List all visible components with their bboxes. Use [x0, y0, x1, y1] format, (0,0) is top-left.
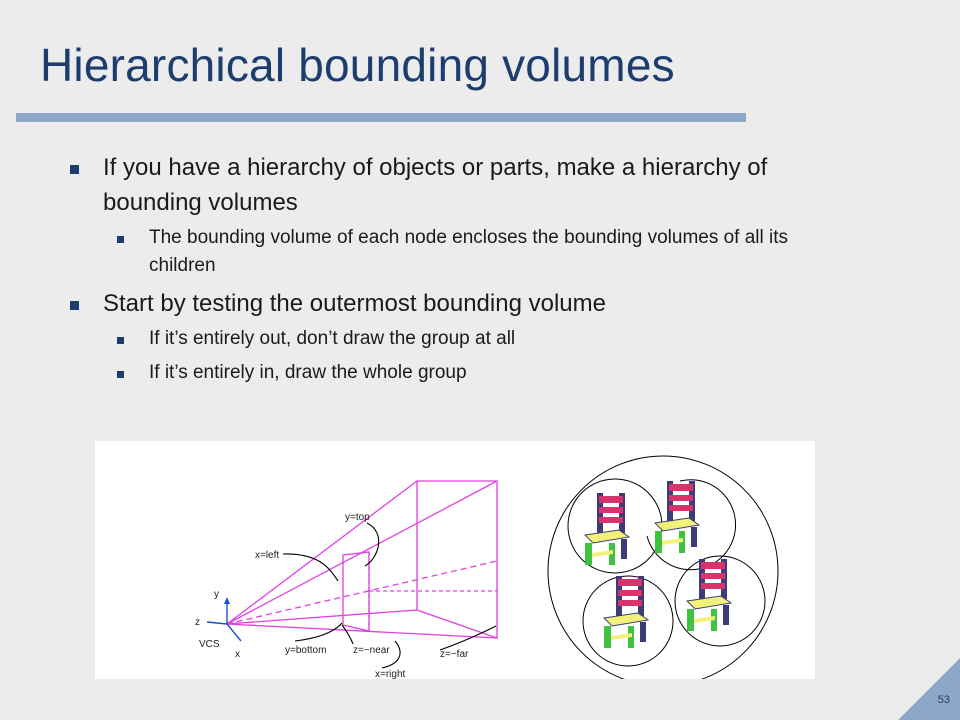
bounding-volume-hierarchy [547, 455, 779, 679]
outer-bounding-volume [547, 455, 779, 679]
arrow-y-top [364, 522, 380, 567]
bounding-volume-figure: y=top x=left y=bottom z=−near z=−far x=r… [95, 441, 815, 679]
axis-label-z: z [195, 617, 200, 628]
corner-decoration [898, 658, 960, 720]
sub-bullet-node-encloses: The bounding volume of each node enclose… [66, 224, 846, 280]
label-z-far: z=−far [440, 649, 469, 660]
label-x-right: x=right [375, 669, 406, 679]
sub-bullet-entirely-in: If it’s entirely in, draw the whole grou… [66, 359, 846, 387]
page-number: 53 [937, 694, 950, 706]
axis-label-y: y [214, 589, 219, 600]
view-axis-line [226, 560, 498, 625]
bullet-test-outermost: Start by testing the outermost bounding … [66, 286, 846, 321]
child-bounding-volume-4 [674, 555, 766, 647]
chair-3 [603, 575, 649, 649]
slide-title: Hierarchical bounding volumes [40, 39, 675, 91]
axis-label-x: x [235, 649, 240, 660]
sub-bullet-entirely-out: If it’s entirely out, don’t draw the gro… [66, 325, 846, 353]
label-vcs: VCS [199, 639, 220, 650]
label-z-near: z=−near [353, 645, 390, 656]
label-y-bottom: y=bottom [285, 645, 326, 656]
label-y-top: y=top [345, 512, 370, 523]
far-plane [416, 480, 498, 639]
child-bounding-volume-3 [582, 575, 674, 667]
bullet-hierarchy: If you have a hierarchy of objects or pa… [66, 150, 846, 220]
arrow-x-left [282, 553, 339, 582]
title-underline [16, 113, 746, 122]
bullet-list: If you have a hierarchy of objects or pa… [66, 150, 846, 387]
figure-svg: y=top x=left y=bottom z=−near z=−far x=r… [195, 455, 779, 679]
view-frustum-diagram [226, 480, 498, 639]
chair-1 [584, 492, 630, 566]
child-bounding-volume-2 [646, 479, 737, 571]
label-x-left: x=left [255, 550, 279, 561]
vcs-axes [206, 597, 242, 642]
